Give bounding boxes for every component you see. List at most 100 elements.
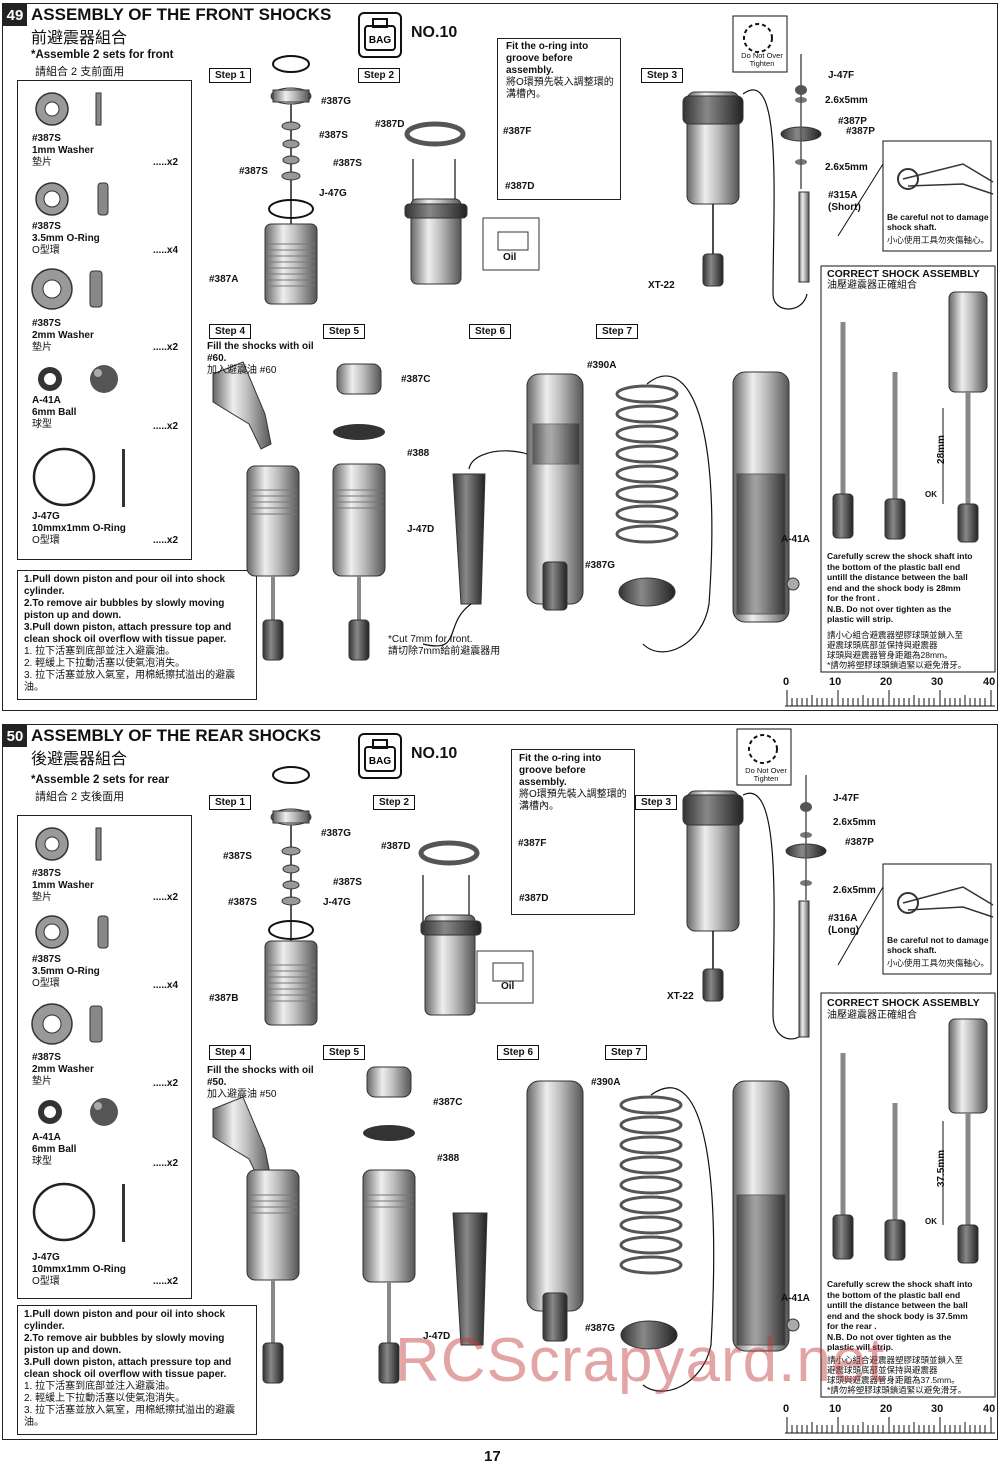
part-qty: .....x4: [153, 245, 179, 256]
oil-fill-note-cn: 加入避震油 #50: [207, 1089, 277, 1100]
assemble-note: *Assemble 2 sets for rear: [31, 774, 170, 786]
part-label: 2.6x5mm: [833, 885, 876, 896]
step-1-label: Step 1: [209, 795, 252, 810]
part-qty: .....x2: [153, 535, 179, 546]
section-number: 49: [3, 4, 27, 26]
part-label: #387D: [519, 893, 549, 904]
page-number: 17: [484, 1448, 501, 1465]
part-qty: .....x2: [153, 1078, 179, 1089]
bag-number: NO.10: [411, 745, 458, 762]
part-label: (Long): [828, 925, 860, 936]
ok-mark: OK: [925, 490, 937, 499]
section-number: 50: [3, 725, 27, 747]
part-label: J-47G: [323, 897, 351, 908]
section-front-shocks: 49 ASSEMBLY OF THE FRONT SHOCKS 前避震器組合 *…: [2, 3, 998, 711]
step-3-label: Step 3: [635, 795, 678, 810]
part-label: #387P: [838, 116, 867, 127]
part-qty: .....x2: [153, 342, 179, 353]
assemble-note-cn: 請組合 2 支前面用: [35, 66, 125, 78]
part-label: J-47F: [828, 70, 855, 81]
part-label: #387D: [375, 119, 405, 130]
part-label: XT-22: [667, 991, 694, 1002]
part-label: #387P: [845, 837, 874, 848]
part-label: #387B: [209, 993, 239, 1004]
cut-note: *Cut 7mm for front.: [388, 634, 473, 645]
shock-dimension: 37.5mm: [936, 1149, 948, 1188]
shock-dimension: 28mm: [935, 435, 947, 464]
section-rear-shocks: 50 ASSEMBLY OF THE REAR SHOCKS 後避震器組合 *A…: [2, 724, 998, 1440]
parts-illustrations: [31, 92, 125, 507]
part-label: #387C: [401, 374, 431, 385]
part-label: #387P: [846, 126, 875, 137]
correct-shock-title: CORRECT SHOCK ASSEMBLY: [827, 997, 980, 1009]
oring-note-cn: 將O環預先裝入調整環的溝槽內。: [506, 77, 614, 100]
part-qty: .....x2: [153, 892, 179, 903]
part-label: #316A: [828, 913, 858, 924]
part-label: #387S: [319, 130, 348, 141]
part-label: #388: [437, 1153, 460, 1164]
part-label: 2.6x5mm: [833, 817, 876, 828]
step-7-label: Step 7: [596, 324, 639, 339]
careful-note-cn: 小心使用工具勿夾傷軸心。: [887, 958, 990, 968]
part-label: #387G: [321, 96, 352, 107]
part-label: J-47D: [407, 524, 435, 535]
correct-shock-title: CORRECT SHOCK ASSEMBLY: [827, 268, 980, 280]
section-title: ASSEMBLY OF THE REAR SHOCKS: [31, 726, 321, 745]
careful-note-cn: 小心使用工具勿夾傷軸心。: [887, 235, 990, 245]
correct-shock-text-cn: 請小心組合避震器塑膠球頭並鎖入至避震球頭底部並保持與避震器球頭與避震器管身距離為…: [827, 630, 967, 670]
part-label: #387C: [433, 1097, 463, 1108]
part-label: #387S: [239, 166, 268, 177]
part-label: #387S: [223, 851, 252, 862]
step-6-label: Step 6: [497, 1045, 540, 1060]
do-not-tighten-note: Do Not Over Tighten: [741, 51, 783, 68]
watermark: RCScrapyard.net: [395, 1326, 886, 1395]
part-label: (Short): [828, 202, 861, 213]
oring-note-box: [511, 749, 635, 915]
assemble-note: *Assemble 2 sets for front: [31, 49, 174, 61]
bag-icon: BAG: [358, 12, 402, 58]
part-label: #387S: [333, 877, 362, 888]
section-title-cn: 後避震器組合: [31, 751, 128, 768]
step-5-label: Step 5: [323, 1045, 366, 1060]
part-label: #387A: [209, 274, 239, 285]
cut-note-cn: 請切除7mm給前避震器用: [388, 646, 501, 657]
oil-fill-note: Fill the shocks with oil #60.: [207, 341, 314, 364]
part-label: J-47G: [319, 188, 347, 199]
part-label: J-47F: [833, 793, 860, 804]
step-5-label: Step 5: [323, 324, 366, 339]
part-label: #388: [407, 448, 430, 459]
mm-ruler: 0 10 20 30 40: [783, 676, 996, 706]
part-label: 2.6x5mm: [825, 95, 868, 106]
part-label: #387F: [503, 126, 532, 137]
mm-ruler: 0 10 20 30 40: [783, 1403, 996, 1433]
correct-shock-title-cn: 油壓避震器正確組合: [827, 1010, 917, 1021]
parts-illustrations: [31, 827, 125, 1242]
oil-notes: 1.Pull down piston and pour oil into sho…: [17, 570, 257, 700]
part-qty: .....x2: [153, 421, 179, 432]
bag-label: BAG: [369, 756, 391, 767]
do-not-tighten-note: Do Not Over Tighten: [745, 766, 787, 783]
step-4-label: Step 4: [209, 1045, 252, 1060]
part-label: #387D: [381, 841, 411, 852]
part-label: 2.6x5mm: [825, 162, 868, 173]
oring-note-cn: 將O環預先裝入調整環的溝槽內。: [519, 789, 627, 812]
part-label: #387S: [333, 158, 362, 169]
oring-note-box: [497, 38, 621, 200]
step-7-label: Step 7: [605, 1045, 648, 1060]
oil-label: Oil: [501, 981, 515, 992]
step-4-label: Step 4: [209, 324, 252, 339]
oil-fill-note-cn: 加入避震油 #60: [207, 365, 277, 376]
oring-note: Fit the o-ring into groove before assemb…: [519, 753, 602, 788]
part-qty: .....x2: [153, 1158, 179, 1169]
